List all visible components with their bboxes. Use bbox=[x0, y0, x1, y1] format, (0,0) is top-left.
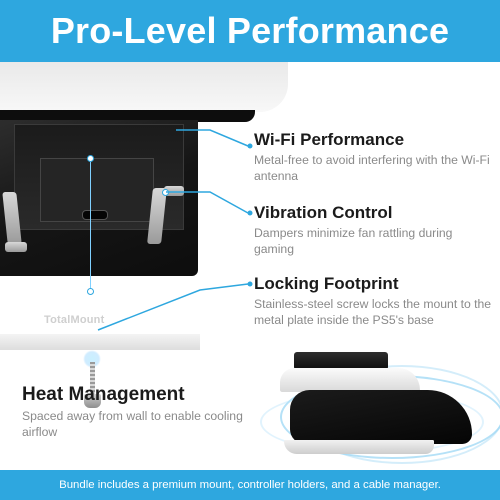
footer-banner: Bundle includes a premium mount, control… bbox=[0, 470, 500, 500]
page-title: Pro-Level Performance bbox=[50, 10, 450, 51]
callout-end-dot-locking bbox=[247, 281, 253, 287]
wifi-indicator-line bbox=[90, 158, 91, 292]
bundle-note: Bundle includes a premium mount, control… bbox=[59, 479, 441, 491]
callout-dot-plate bbox=[87, 288, 94, 295]
render-console-white-bottom bbox=[284, 440, 434, 454]
feature-wifi-performance: Wi-Fi Performance Metal-free to avoid in… bbox=[254, 130, 494, 184]
feature-title: Wi-Fi Performance bbox=[254, 130, 405, 149]
feature-title: Heat Management bbox=[22, 384, 185, 405]
console-base-panel bbox=[0, 334, 200, 350]
brand-label: TotalMount bbox=[44, 314, 105, 326]
render-console-white-top bbox=[280, 368, 420, 392]
header-banner: Pro-Level Performance bbox=[0, 0, 500, 62]
feature-description: Metal-free to avoid interfering with the… bbox=[254, 153, 490, 183]
feature-description: Dampers minimize fan rattling during gam… bbox=[254, 226, 453, 256]
locking-screw-shaft bbox=[90, 362, 95, 398]
feature-title: Locking Footprint bbox=[254, 274, 399, 293]
callout-dot-wifi bbox=[87, 155, 94, 162]
console-render bbox=[260, 350, 500, 464]
locking-screw-head bbox=[84, 394, 101, 408]
render-console-black-body bbox=[290, 390, 472, 444]
screw-glow bbox=[83, 350, 101, 368]
damper-pad-left bbox=[5, 242, 27, 252]
mount-illustration: TotalMount bbox=[0, 62, 288, 408]
console-vent-slot bbox=[0, 110, 255, 122]
feature-title: Vibration Control bbox=[254, 203, 393, 222]
feature-locking-footprint: Locking Footprint Stainless-steel screw … bbox=[254, 274, 494, 328]
console-top-panel bbox=[0, 62, 288, 112]
callout-end-dot-wifi bbox=[247, 143, 253, 149]
feature-description: Stainless-steel screw locks the mount to… bbox=[254, 297, 492, 327]
render-mount bbox=[294, 352, 388, 370]
damper-pad-right bbox=[164, 186, 184, 196]
callout-dot-vibration bbox=[162, 189, 169, 196]
feature-vibration-control: Vibration Control Dampers minimize fan r… bbox=[254, 203, 494, 257]
feature-heat-management: Heat Management Spaced away from wall to… bbox=[22, 384, 262, 440]
feature-description: Spaced away from wall to enable cooling … bbox=[22, 409, 243, 439]
mount-screw-slot bbox=[82, 210, 108, 220]
callout-end-dot-vibration bbox=[247, 210, 253, 216]
